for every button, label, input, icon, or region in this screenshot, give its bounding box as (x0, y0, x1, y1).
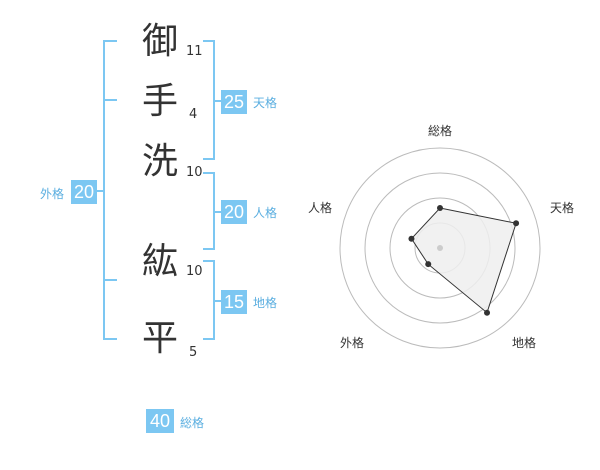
jinkaku-bracket-bottom (203, 248, 215, 250)
radar-area (410, 207, 517, 314)
jinkaku-label: 人格 (253, 206, 278, 220)
chikaku-bracket-top (203, 260, 215, 262)
gaikaku-badge: 20 (71, 180, 97, 204)
chikaku-badge: 15 (221, 290, 247, 314)
jinkaku-connector (213, 211, 221, 213)
name-char-1: 御 (141, 21, 178, 62)
name-char-3: 洗 (141, 141, 178, 182)
radar-ring (364, 172, 516, 324)
radar-point-4 (425, 261, 432, 268)
stroke-count-3: 10 (186, 165, 203, 180)
tenkaku-badge: 25 (221, 90, 247, 114)
radar-axis-label-tenkaku: 天格 (550, 201, 575, 215)
jinkaku-bracket-top (203, 172, 215, 174)
chikaku-connector (213, 300, 221, 302)
chikaku-label: 地格 (253, 296, 278, 310)
radar-center (437, 245, 443, 251)
chikaku-bracket-bottom (203, 338, 215, 340)
radar-point-3 (484, 309, 491, 316)
radar-axis-label-soukaku: 総格 (428, 124, 453, 138)
name-char-5: 平 (141, 318, 178, 359)
radar-point-5 (408, 235, 415, 242)
tenkaku-bracket-bottom (203, 158, 215, 160)
gaikaku-bracket-tick-top (103, 40, 117, 42)
soukaku-badge: 40 (146, 409, 174, 433)
radar-axis-label-gaikaku: 外格 (340, 336, 365, 350)
gaikaku-label: 外格 (40, 187, 65, 201)
radar-point-2 (513, 220, 520, 227)
tenkaku-connector (213, 100, 221, 102)
soukaku-label: 総格 (180, 416, 205, 430)
radar-axis-label-chikaku: 地格 (512, 336, 537, 350)
name-char-4: 紘 (141, 241, 178, 282)
tenkaku-bracket-top (203, 40, 215, 42)
stroke-count-1: 11 (186, 44, 203, 59)
gaikaku-bracket-tick-bottom (103, 338, 117, 340)
tenkaku-label: 天格 (253, 96, 278, 110)
gaikaku-bracket-tick-4 (103, 279, 117, 281)
radar-points (408, 205, 520, 316)
gaikaku-connector (97, 190, 105, 192)
stroke-count-4: 10 (186, 264, 203, 279)
gaikaku-bracket-tick-2 (103, 99, 117, 101)
radar-point-1 (437, 205, 443, 211)
radar-axis-label-jinkaku: 人格 (308, 201, 333, 215)
stroke-count-2: 4 (189, 107, 198, 122)
jinkaku-badge: 20 (221, 200, 247, 224)
name-char-2: 手 (141, 81, 178, 122)
radar-ring (339, 147, 541, 349)
stroke-count-5: 5 (189, 345, 198, 360)
